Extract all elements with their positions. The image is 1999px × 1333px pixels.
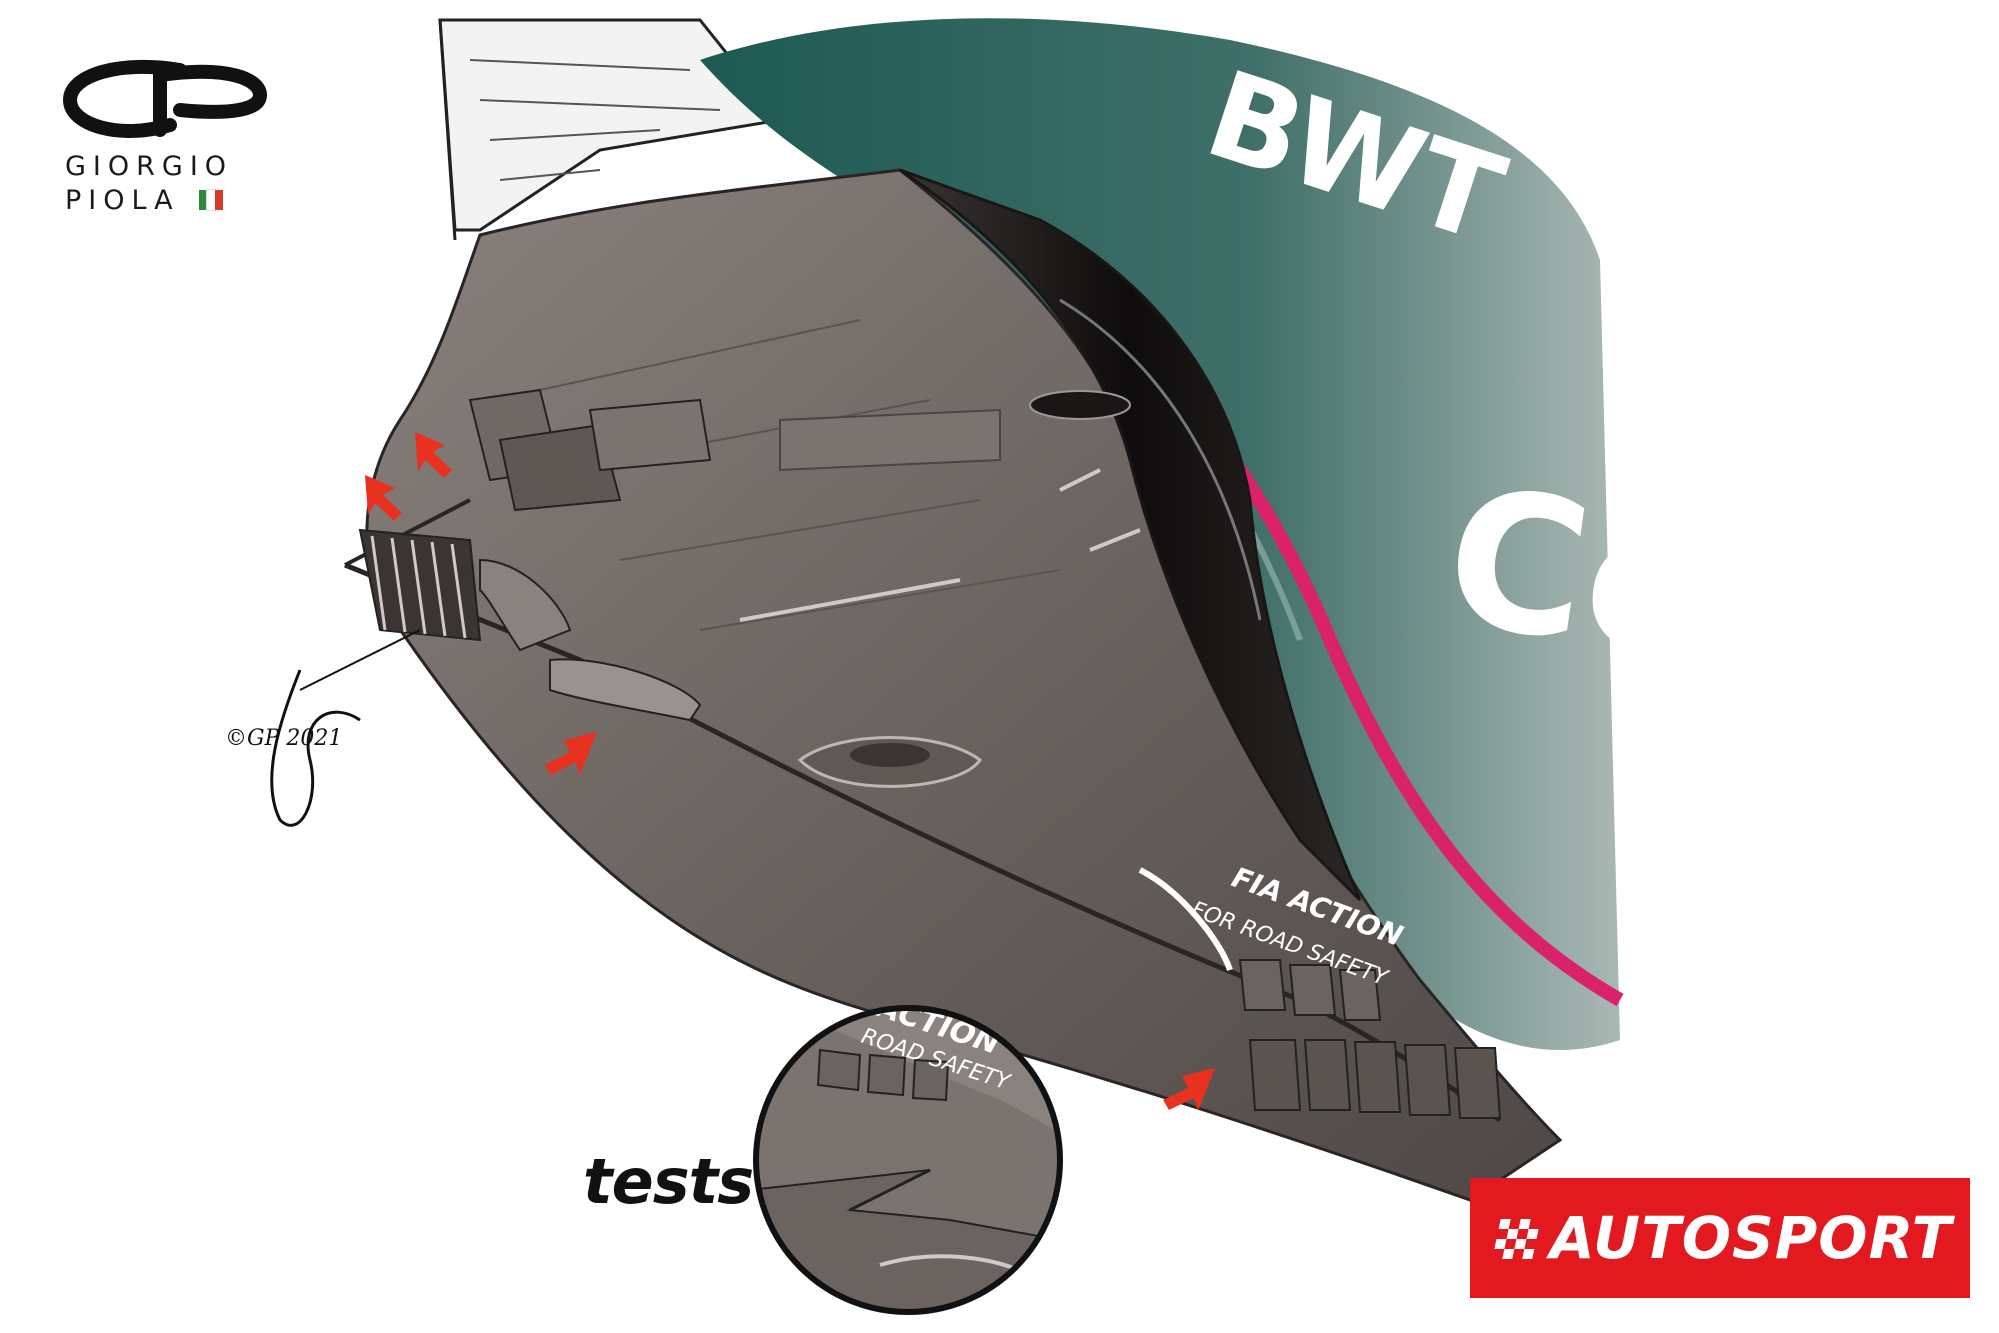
tests-label: tests [583, 1145, 754, 1218]
inset-detail: ACTION ROAD SAFETY [753, 1005, 1063, 1315]
red-arrow-1 [415, 432, 452, 478]
fin-array-front [358, 528, 702, 722]
red-arrow-2 [365, 475, 402, 521]
autosport-badge: AUTOSPORT [1470, 1178, 1970, 1298]
red-arrow-4 [1163, 1068, 1215, 1111]
floor: FIA ACTION FOR ROAD SAFETY [344, 168, 1563, 1202]
red-arrows [365, 432, 1215, 1111]
upper-bodywork [438, 18, 783, 241]
gp-line1: GIORGIO [65, 151, 234, 182]
autosport-wordmark: AUTOSPORT [1549, 1204, 1953, 1272]
chequered-flag-icon [1494, 1219, 1539, 1259]
gp-wordmark: GIORGIO PIOLA [65, 150, 233, 219]
gp-line2: PIOLA [65, 185, 180, 216]
gp-logo-icon [62, 59, 268, 138]
artist-signature: ©GP 2021 [225, 629, 421, 827]
signature-text: ©GP 2021 [225, 726, 342, 751]
livery-text-lower: Co [1434, 446, 1732, 702]
fin-array-rear [1238, 959, 1502, 1119]
red-arrow-3 [545, 732, 597, 775]
italian-flag-icon [199, 185, 224, 219]
